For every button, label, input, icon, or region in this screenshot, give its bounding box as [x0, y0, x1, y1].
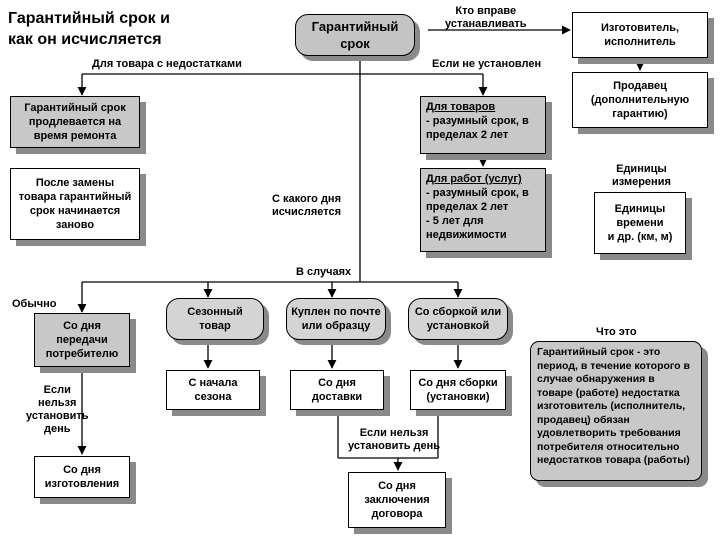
- works-line: пределах 2 лет: [426, 201, 509, 213]
- box-works: Для работ (услуг) - разумный срок, в пре…: [420, 168, 546, 252]
- box-seller: Продавец (дополнительную гарантию): [572, 72, 708, 128]
- label-cases: В случаях: [296, 266, 352, 278]
- label-cannot-mid: Если нельзя установить день: [348, 427, 441, 452]
- box-delivery: Со дня доставки: [290, 370, 384, 410]
- label-not-set: Если не установлен: [432, 58, 542, 70]
- works-line: - 5 лет для: [426, 215, 484, 227]
- box-assembly-day: Со дня сборки (установки): [410, 370, 506, 410]
- page-title: Гарантийный срок и как он исчисляется: [8, 10, 170, 48]
- center-node: Гарантийный срок: [295, 14, 415, 56]
- box-goods: Для товаров - разумный срок, в пределах …: [420, 96, 546, 154]
- pill-assembly: Со сборкой или установкой: [408, 298, 508, 340]
- label-units: Единицы измерения: [612, 163, 671, 188]
- label-usual: Обычно: [12, 298, 57, 310]
- goods-line: пределах 2 лет: [426, 129, 509, 141]
- box-contract: Со дня заключения договора: [348, 472, 446, 528]
- goods-head: Для товаров: [426, 101, 496, 113]
- pill-seasonal: Сезонный товар: [166, 298, 264, 340]
- box-replace: После замены товара гарантийный срок нач…: [10, 168, 140, 240]
- label-from-day: С какого дня исчисляется: [272, 193, 342, 218]
- label-cannot-left: Если нельзя установить день: [26, 384, 89, 435]
- label-who: Кто вправе устанавливать: [445, 5, 527, 30]
- label-defects: Для товара с недостатками: [92, 58, 242, 70]
- pill-mail: Куплен по почте или образцу: [286, 298, 386, 340]
- works-line: недвижимости: [426, 229, 507, 241]
- box-transfer: Со дня передачи потребителю: [34, 313, 130, 367]
- box-definition: Гарантийный срок - это период, в течение…: [530, 341, 702, 481]
- works-head: Для работ (услуг): [426, 173, 522, 185]
- box-units: Единицы времени и др. (км, м): [594, 192, 686, 254]
- label-what: Что это: [596, 326, 637, 338]
- center-line1: Гарантийный: [311, 19, 399, 34]
- box-manufacturer: Изготовитель, исполнитель: [572, 12, 708, 58]
- box-manufacture: Со дня изготовления: [34, 456, 130, 498]
- box-season-start: С начала сезона: [166, 370, 260, 410]
- box-repair: Гарантийный срок продлевается на время р…: [10, 96, 140, 148]
- works-line: - разумный срок, в: [426, 187, 529, 199]
- goods-line: - разумный срок, в: [426, 115, 529, 127]
- center-line2: срок: [340, 36, 370, 51]
